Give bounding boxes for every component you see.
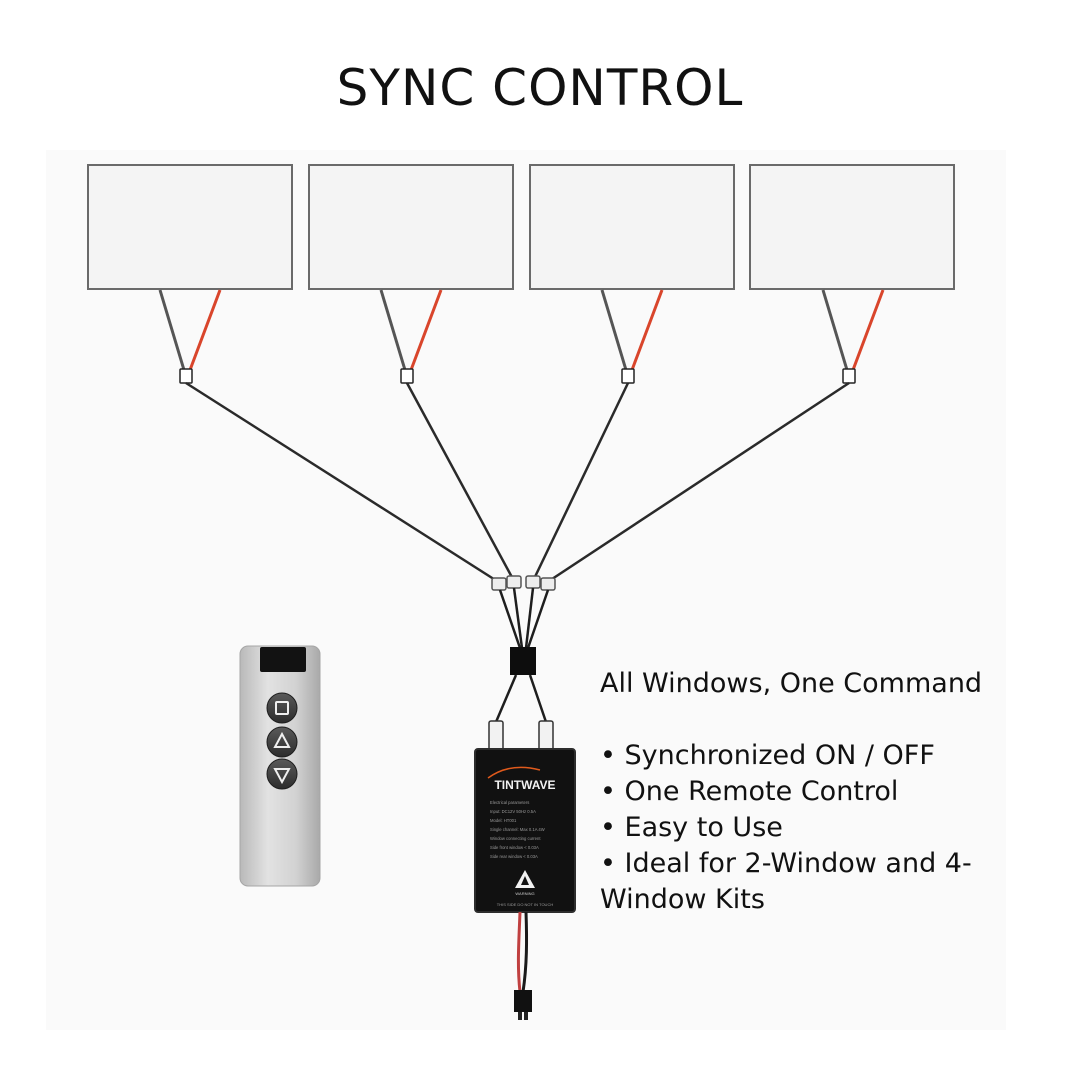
remote-button-up[interactable] bbox=[266, 726, 298, 758]
splitter-plugs bbox=[491, 575, 556, 591]
feature-list: • Synchronized ON / OFF • One Remote Con… bbox=[600, 738, 1020, 918]
connector-1 bbox=[179, 368, 193, 384]
lead-red-2 bbox=[409, 289, 443, 371]
lead-gray-4 bbox=[821, 289, 849, 371]
lead-red-4 bbox=[851, 289, 885, 371]
cable-4 bbox=[545, 381, 850, 585]
controller-bottom-text: THIS SIDE DO NOT IN TOUCH bbox=[497, 902, 554, 907]
cable-3 bbox=[531, 382, 630, 582]
svg-text:Input: DC12V 50Hz 0.5A: Input: DC12V 50Hz 0.5A bbox=[490, 809, 536, 814]
feature-item-sync: • Synchronized ON / OFF bbox=[600, 740, 935, 771]
cable-2 bbox=[405, 382, 516, 582]
controller-brand: TINTWAVE bbox=[494, 778, 555, 792]
remote-button-stop[interactable] bbox=[266, 692, 298, 724]
svg-text:Electrical parameters: Electrical parameters bbox=[490, 800, 529, 805]
feature-item-easy: • Easy to Use bbox=[600, 812, 783, 843]
film-panel-1 bbox=[87, 164, 293, 290]
film-panel-3 bbox=[529, 164, 735, 290]
controller-sockets bbox=[488, 720, 554, 752]
triangle-down-icon bbox=[273, 768, 291, 785]
panel-connectors bbox=[179, 368, 856, 384]
splitter-wires bbox=[498, 587, 550, 649]
warning-label: WARNING bbox=[515, 891, 534, 896]
film-panels bbox=[87, 164, 955, 290]
cable-1 bbox=[185, 381, 501, 585]
remote-button-down[interactable] bbox=[266, 758, 298, 790]
extension-cables bbox=[185, 381, 850, 585]
controller-box: TINTWAVE Electrical parameters Input: DC… bbox=[474, 748, 576, 913]
hub-to-controller-wires bbox=[494, 674, 548, 723]
remote-control bbox=[239, 645, 321, 887]
brand-swoosh-icon bbox=[487, 766, 541, 779]
square-icon bbox=[275, 701, 289, 715]
splitter-hub bbox=[510, 647, 536, 675]
feature-headline: All Windows, One Command bbox=[600, 668, 983, 699]
svg-text:Single channel: Max 0.1A 4W: Single channel: Max 0.1A 4W bbox=[490, 827, 545, 832]
connector-3 bbox=[621, 368, 635, 384]
lead-red-3 bbox=[630, 289, 664, 371]
connector-4 bbox=[842, 368, 856, 384]
lead-gray-1 bbox=[158, 289, 186, 371]
svg-text:Model: HT001: Model: HT001 bbox=[490, 818, 517, 823]
panel-leads bbox=[158, 289, 885, 371]
feature-copy: All Windows, One Command • Synchronized … bbox=[600, 664, 1020, 918]
remote-display-window bbox=[260, 647, 306, 672]
svg-text:Window connecting current: Window connecting current bbox=[490, 836, 541, 841]
power-leads bbox=[516, 911, 529, 993]
plug-2 bbox=[506, 575, 522, 589]
svg-text:Side front window < 0.03A: Side front window < 0.03A bbox=[490, 845, 539, 850]
controller-spec-lines: Electrical parameters Input: DC12V 50Hz … bbox=[490, 800, 545, 859]
page-title: SYNC CONTROL bbox=[336, 59, 744, 117]
triangle-up-icon bbox=[273, 731, 291, 748]
plug-1 bbox=[491, 577, 507, 591]
plug-3 bbox=[525, 575, 541, 589]
feature-item-kits: • Ideal for 2-Window and 4-Window Kits bbox=[600, 848, 972, 915]
connector-2 bbox=[400, 368, 414, 384]
power-plug bbox=[514, 990, 532, 1020]
feature-item-remote: • One Remote Control bbox=[600, 776, 899, 807]
svg-text:Side rear window < 0.03A: Side rear window < 0.03A bbox=[490, 854, 538, 859]
plug-4 bbox=[540, 577, 556, 591]
lead-gray-2 bbox=[379, 289, 407, 371]
lead-red-1 bbox=[188, 289, 222, 371]
film-panel-4 bbox=[749, 164, 955, 290]
lead-gray-3 bbox=[600, 289, 628, 371]
film-panel-2 bbox=[308, 164, 514, 290]
